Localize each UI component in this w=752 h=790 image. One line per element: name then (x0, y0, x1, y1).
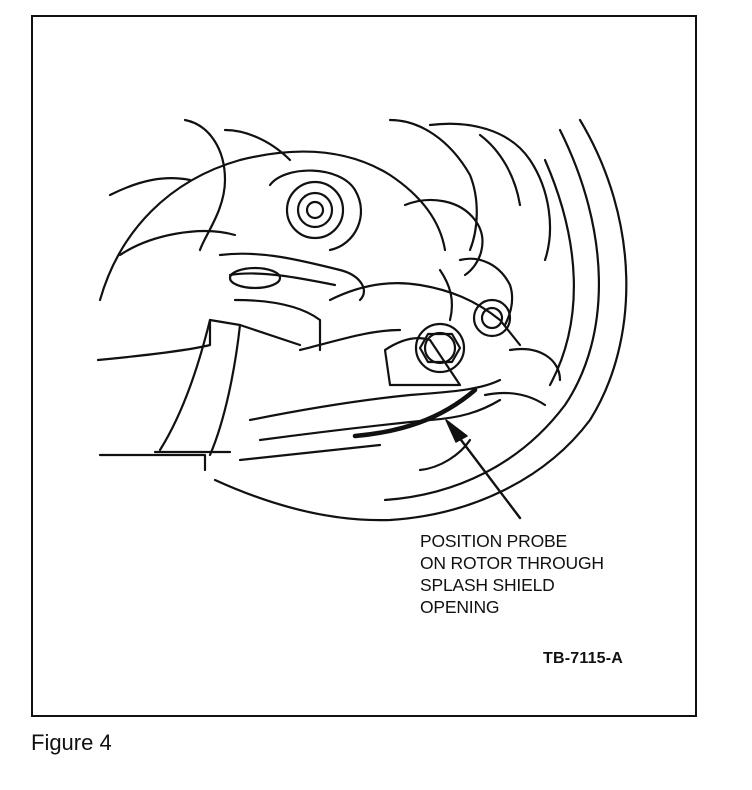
callout-line: SPLASH SHIELD (420, 575, 555, 595)
caliper-bolt-large (414, 322, 466, 374)
knuckle-outline (98, 150, 447, 302)
callout-line: ON ROTOR THROUGH (420, 553, 604, 573)
caliper-body (328, 282, 522, 347)
pointer-arrow-head (445, 419, 468, 443)
caliper-bolt-small (472, 298, 512, 338)
upper-bolt (285, 180, 345, 240)
splash-shield-opening (352, 387, 478, 439)
callout-line: OPENING (420, 597, 500, 617)
pointer-arrow-line (450, 426, 522, 520)
reference-code: TB-7115-A (543, 650, 624, 667)
lower-bracket (96, 318, 302, 362)
figure-caption: Figure 4 (31, 730, 112, 755)
probe-callout: POSITION PROBE ON ROTOR THROUGH SPLASH S… (420, 530, 604, 618)
splash-shield-outline (213, 118, 628, 522)
callout-line: POSITION PROBE (420, 531, 567, 551)
